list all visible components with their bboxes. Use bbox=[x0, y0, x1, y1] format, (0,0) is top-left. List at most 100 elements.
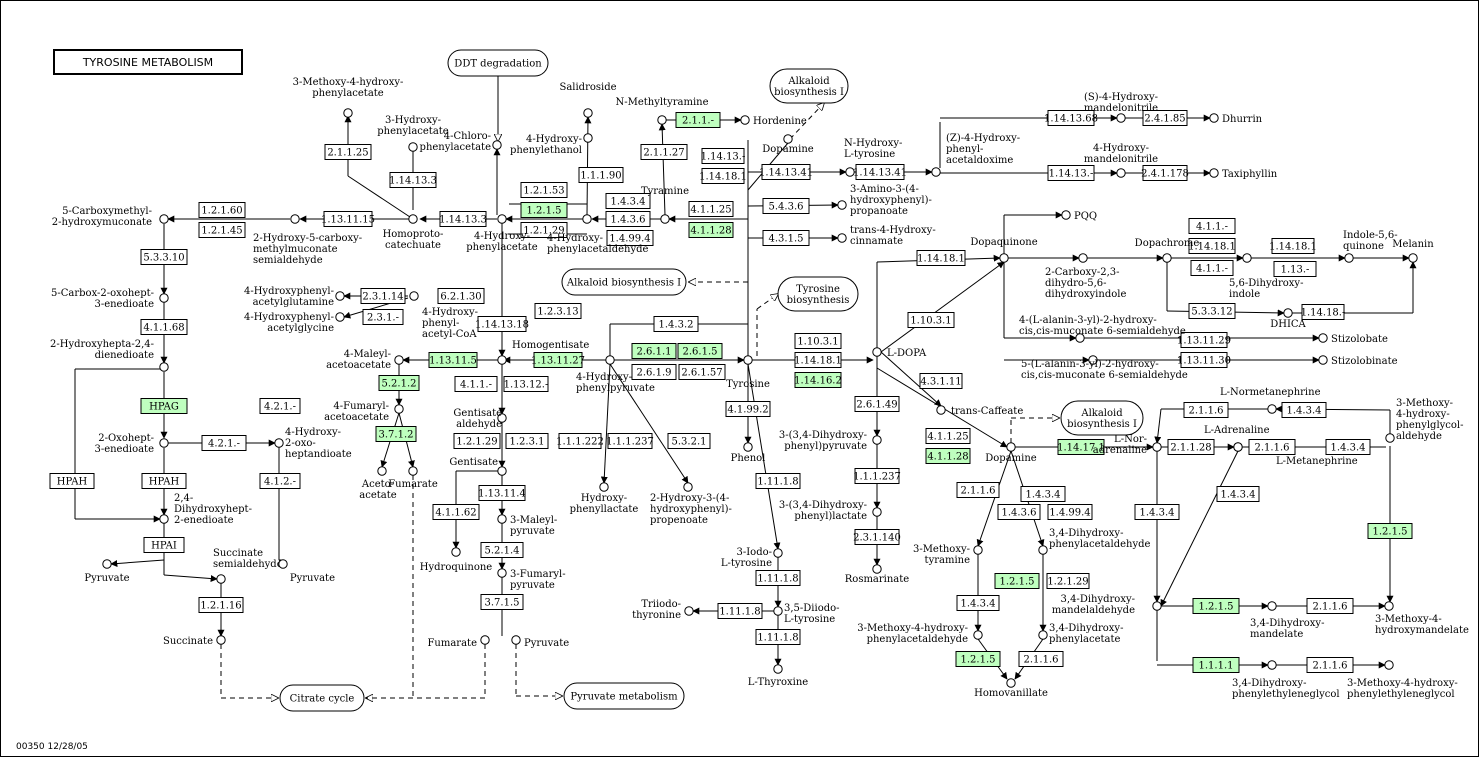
compound-3-3-4-dihydroxy-phenyl-lactate[interactable]: 3-(3,4-Dihydroxy-phenyl)lactate bbox=[779, 500, 882, 522]
enzyme-box[interactable] bbox=[1271, 238, 1315, 254]
compound-node[interactable] bbox=[872, 435, 882, 445]
enzyme-1-13-11-30[interactable]: 1.13.11.30 bbox=[1177, 352, 1231, 368]
enzyme-4-3-1-5[interactable]: 4.3.1.5 bbox=[762, 230, 810, 246]
enzyme-box[interactable] bbox=[1188, 238, 1236, 254]
compound-node[interactable] bbox=[159, 293, 169, 303]
enzyme-3-7-1-2[interactable]: 3.7.1.2 bbox=[375, 426, 417, 442]
enzyme-1-14-13-68[interactable]: 1.14.13.68 bbox=[1044, 110, 1098, 126]
enzyme-box[interactable] bbox=[141, 473, 187, 489]
enzyme-1-14-16-2[interactable]: 1.14.16.2 bbox=[794, 372, 842, 388]
compound-node[interactable] bbox=[773, 606, 783, 616]
compound-node[interactable] bbox=[1384, 660, 1394, 670]
compound-taxiphyllin[interactable]: Taxiphyllin bbox=[1209, 168, 1278, 180]
enzyme-hpah[interactable]: HPAH bbox=[141, 473, 187, 489]
enzyme-box[interactable] bbox=[1188, 218, 1236, 234]
enzyme-box[interactable] bbox=[605, 193, 651, 209]
compound-hydroquinone[interactable]: Hydroquinone bbox=[420, 547, 493, 573]
compound-phenol[interactable]: Phenol bbox=[731, 442, 766, 464]
enzyme-4-1-1-62[interactable]: 4.1.1.62 bbox=[432, 504, 480, 520]
enzyme-box[interactable] bbox=[1248, 439, 1296, 455]
compound-node[interactable] bbox=[872, 564, 882, 574]
enzyme-box[interactable] bbox=[1142, 110, 1188, 126]
enzyme-box[interactable] bbox=[480, 594, 524, 610]
compound-homovanillate[interactable]: Homovanillate bbox=[974, 678, 1048, 699]
enzyme-box[interactable] bbox=[956, 482, 1000, 498]
compound-triiodo-thyronine[interactable]: Triiodo-thyronine bbox=[632, 599, 694, 621]
compound-node[interactable] bbox=[773, 548, 783, 558]
enzyme-1-14-18-1[interactable]: 1.14.18.1 bbox=[916, 250, 966, 266]
enzyme-box[interactable] bbox=[503, 376, 549, 392]
compound-node[interactable] bbox=[582, 214, 592, 224]
enzyme-1-14-13-41[interactable]: 1.14.13.41 bbox=[759, 164, 813, 180]
enzyme-box[interactable] bbox=[955, 651, 1001, 667]
compound-5-carbox-2-oxohept-3-enedioate[interactable]: 5-Carbox-2-oxohept-3-enedioate bbox=[51, 288, 169, 310]
compound-node[interactable] bbox=[931, 167, 941, 177]
enzyme-box[interactable] bbox=[259, 398, 301, 414]
enzyme-1-4-3-6[interactable]: 1.4.3.6 bbox=[997, 504, 1041, 520]
compound-gentisate[interactable]: Gentisate bbox=[449, 457, 507, 476]
compound-node[interactable] bbox=[1116, 113, 1126, 123]
compound-node[interactable] bbox=[377, 466, 387, 476]
enzyme-box[interactable] bbox=[925, 428, 971, 444]
enzyme-box[interactable] bbox=[520, 202, 568, 218]
enzyme-1-2-1-5[interactable]: 1.2.1.5 bbox=[955, 651, 1001, 667]
compound-4-maleyl-acetoacetate[interactable]: 4-Maleyl-acetoacetate bbox=[326, 349, 404, 371]
compound-node[interactable] bbox=[1152, 601, 1162, 611]
enzyme-box[interactable] bbox=[688, 201, 734, 217]
enzyme-4-3-1-11[interactable]: 4.3.1.11 bbox=[919, 373, 963, 389]
enzyme-box[interactable] bbox=[640, 144, 688, 160]
enzyme-box[interactable] bbox=[1192, 598, 1240, 614]
enzyme-5-3-2-1[interactable]: 5.3.2.1 bbox=[667, 433, 711, 449]
enzyme-box[interactable] bbox=[794, 333, 842, 349]
enzyme-box[interactable] bbox=[140, 249, 188, 265]
compound-3-maleyl-pyruvate[interactable]: 3-Maleyl-pyruvate bbox=[497, 514, 557, 537]
enzyme-box[interactable] bbox=[49, 473, 95, 489]
compound-3-4-dihydroxy-phenylethyleneglycol[interactable]: 3,4-Dihydroxy-phenylethyleneglycol bbox=[1232, 660, 1340, 700]
enzyme-box[interactable] bbox=[478, 485, 526, 501]
enzyme-2-6-1-49[interactable]: 2.6.1.49 bbox=[854, 396, 900, 412]
enzyme-1-14-18-1[interactable]: 1.14.18.1 bbox=[1269, 238, 1317, 254]
compound-3-methoxy-4-hydroxy-phenylglycol-aldehyde[interactable]: 3-Methoxy-4-hydroxy-phenylglycol-aldehyd… bbox=[1385, 398, 1464, 443]
enzyme-box[interactable] bbox=[994, 573, 1040, 589]
compound-dhurrin[interactable]: Dhurrin bbox=[1209, 113, 1263, 125]
enzyme-box[interactable] bbox=[762, 230, 810, 246]
enzyme-box[interactable] bbox=[480, 542, 524, 558]
enzyme-1-4-3-2[interactable]: 1.4.3.2 bbox=[653, 316, 699, 332]
enzyme-box[interactable] bbox=[761, 164, 811, 180]
compound-node[interactable] bbox=[1209, 113, 1219, 123]
enzyme-1-2-1-29[interactable]: 1.2.1.29 bbox=[453, 433, 501, 449]
compound-hydroxy-phenyllactate[interactable]: Hydroxy-phenyllactate bbox=[570, 482, 639, 515]
enzyme-1-4-3-4[interactable]: 1.4.3.4 bbox=[956, 595, 1000, 611]
compound-node[interactable] bbox=[1242, 253, 1252, 263]
compound-node[interactable] bbox=[837, 233, 847, 243]
compound-node[interactable] bbox=[743, 355, 753, 365]
enzyme-4-1-1[interactable]: 4.1.1.- bbox=[1188, 218, 1236, 234]
enzyme-4-1-1-25[interactable]: 4.1.1.25 bbox=[688, 201, 734, 217]
enzyme-box[interactable] bbox=[1190, 260, 1234, 276]
compound-node[interactable] bbox=[335, 312, 345, 322]
compound-trans-caffeate[interactable]: trans-Caffeate bbox=[936, 405, 1024, 417]
enzyme-box[interactable] bbox=[1020, 486, 1066, 502]
compound-n-hydroxy-l-tyrosine[interactable]: N-Hydroxy-L-tyrosine bbox=[844, 138, 902, 177]
enzyme-1-1-1-90[interactable]: 1.1.1.90 bbox=[578, 167, 624, 183]
compound-node[interactable] bbox=[1006, 678, 1016, 688]
enzyme-1-2-1-53[interactable]: 1.2.1.53 bbox=[520, 182, 568, 198]
compound-4-hydroxy-phenylacetaldehyde[interactable]: 4-Hydroxy-phenylacetaldehyde bbox=[547, 214, 649, 255]
compound-node[interactable] bbox=[1283, 308, 1293, 318]
enzyme-box[interactable] bbox=[701, 148, 745, 164]
enzyme-box[interactable] bbox=[919, 373, 963, 389]
enzyme-1-2-1-45[interactable]: 1.2.1.45 bbox=[198, 222, 246, 238]
compound-node[interactable] bbox=[1267, 404, 1277, 414]
enzyme-4-1-1-68[interactable]: 4.1.1.68 bbox=[140, 319, 188, 335]
compound-3-fumaryl-pyruvate[interactable]: 3-Fumaryl-pyruvate bbox=[497, 568, 566, 591]
enzyme-1-2-1-29[interactable]: 1.2.1.29 bbox=[520, 222, 568, 238]
enzyme-box[interactable] bbox=[454, 376, 498, 392]
enzyme-1-4-3-6[interactable]: 1.4.3.6 bbox=[605, 211, 651, 227]
compound-4-hydroxyphenyl-acetylglycine[interactable]: 4-Hydroxyphenyl-acetylglycine bbox=[244, 312, 345, 334]
enzyme-1-14-18[interactable]: 1.14.18.- bbox=[1301, 304, 1346, 320]
enzyme-box[interactable] bbox=[631, 364, 677, 380]
enzyme-3-7-1-5[interactable]: 3.7.1.5 bbox=[480, 594, 524, 610]
compound-node[interactable] bbox=[973, 630, 983, 640]
pathway-box[interactable] bbox=[279, 684, 365, 712]
